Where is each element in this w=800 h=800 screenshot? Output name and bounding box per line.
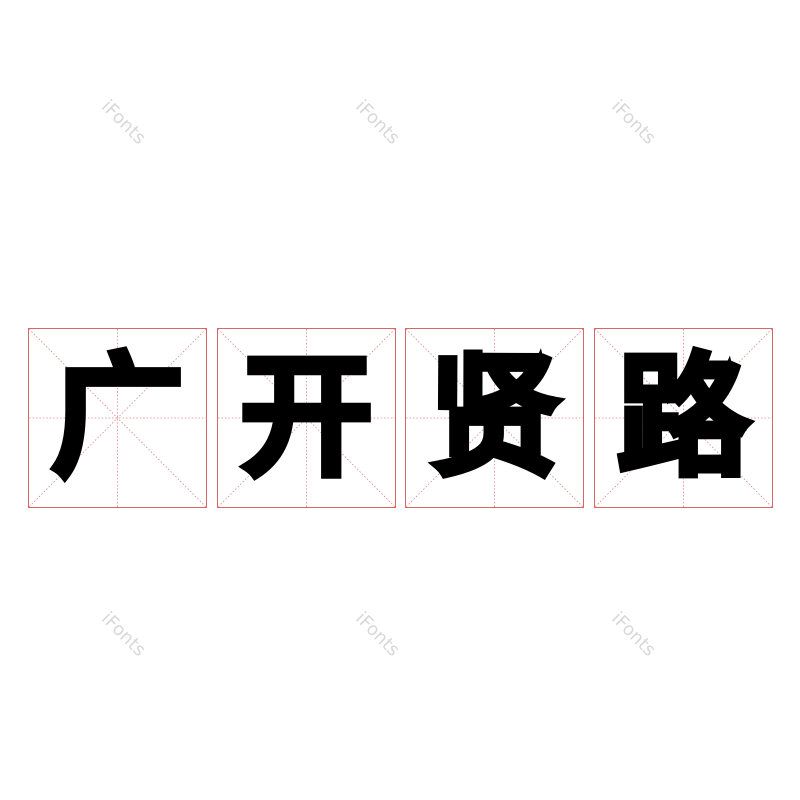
glyph-guang: 广 xyxy=(49,341,187,495)
character-cell-2: 开 xyxy=(217,328,396,508)
watermark-top-left: iFonts xyxy=(97,96,150,149)
character-cell-1: 广 xyxy=(28,328,207,508)
glyph-lu: 路 xyxy=(615,341,753,495)
watermark-bottom-center: iFonts xyxy=(351,608,404,661)
watermark-bottom-right: iFonts xyxy=(607,608,660,661)
grid-guides xyxy=(218,329,395,507)
watermark-bottom-left: iFonts xyxy=(97,608,150,661)
glyph-xian: 贤 xyxy=(426,341,564,495)
character-cell-3: 贤 xyxy=(405,328,584,508)
grid-guides xyxy=(29,329,206,507)
character-cell-4: 路 xyxy=(594,328,773,508)
grid-guides xyxy=(406,329,583,507)
glyph-kai: 开 xyxy=(238,341,376,495)
watermark-top-center: iFonts xyxy=(351,96,404,149)
grid-guides xyxy=(595,329,772,507)
watermark-top-right: iFonts xyxy=(607,96,660,149)
